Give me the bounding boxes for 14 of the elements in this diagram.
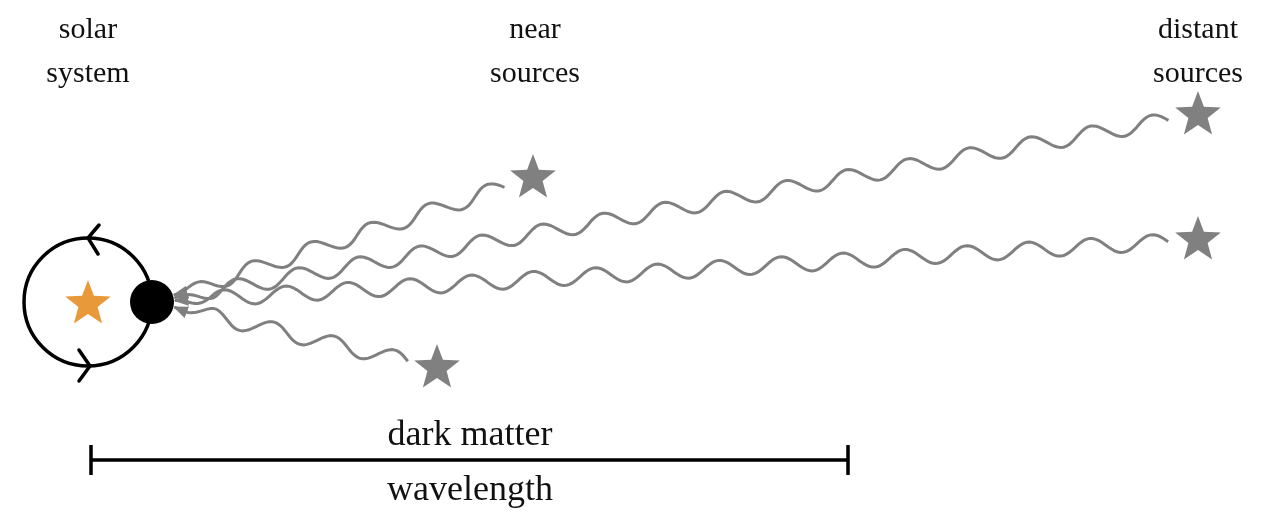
dimension-label: wavelength [387,467,553,510]
source-star-icon [1175,91,1221,135]
group-label: near sources [489,10,581,90]
source-star-icon [510,154,556,198]
group-label: solar system [45,10,131,90]
group-label: distant sources [1152,10,1244,90]
wavy-arrow [173,233,1169,306]
wavy-arrow [173,113,1170,301]
dimension-label: dark matter [387,412,553,455]
source-star-icon [1175,216,1221,260]
wavy-arrow [172,182,506,298]
earth-circle [130,280,174,324]
source-star-icon [414,344,460,388]
wavy-arrow [173,305,409,363]
